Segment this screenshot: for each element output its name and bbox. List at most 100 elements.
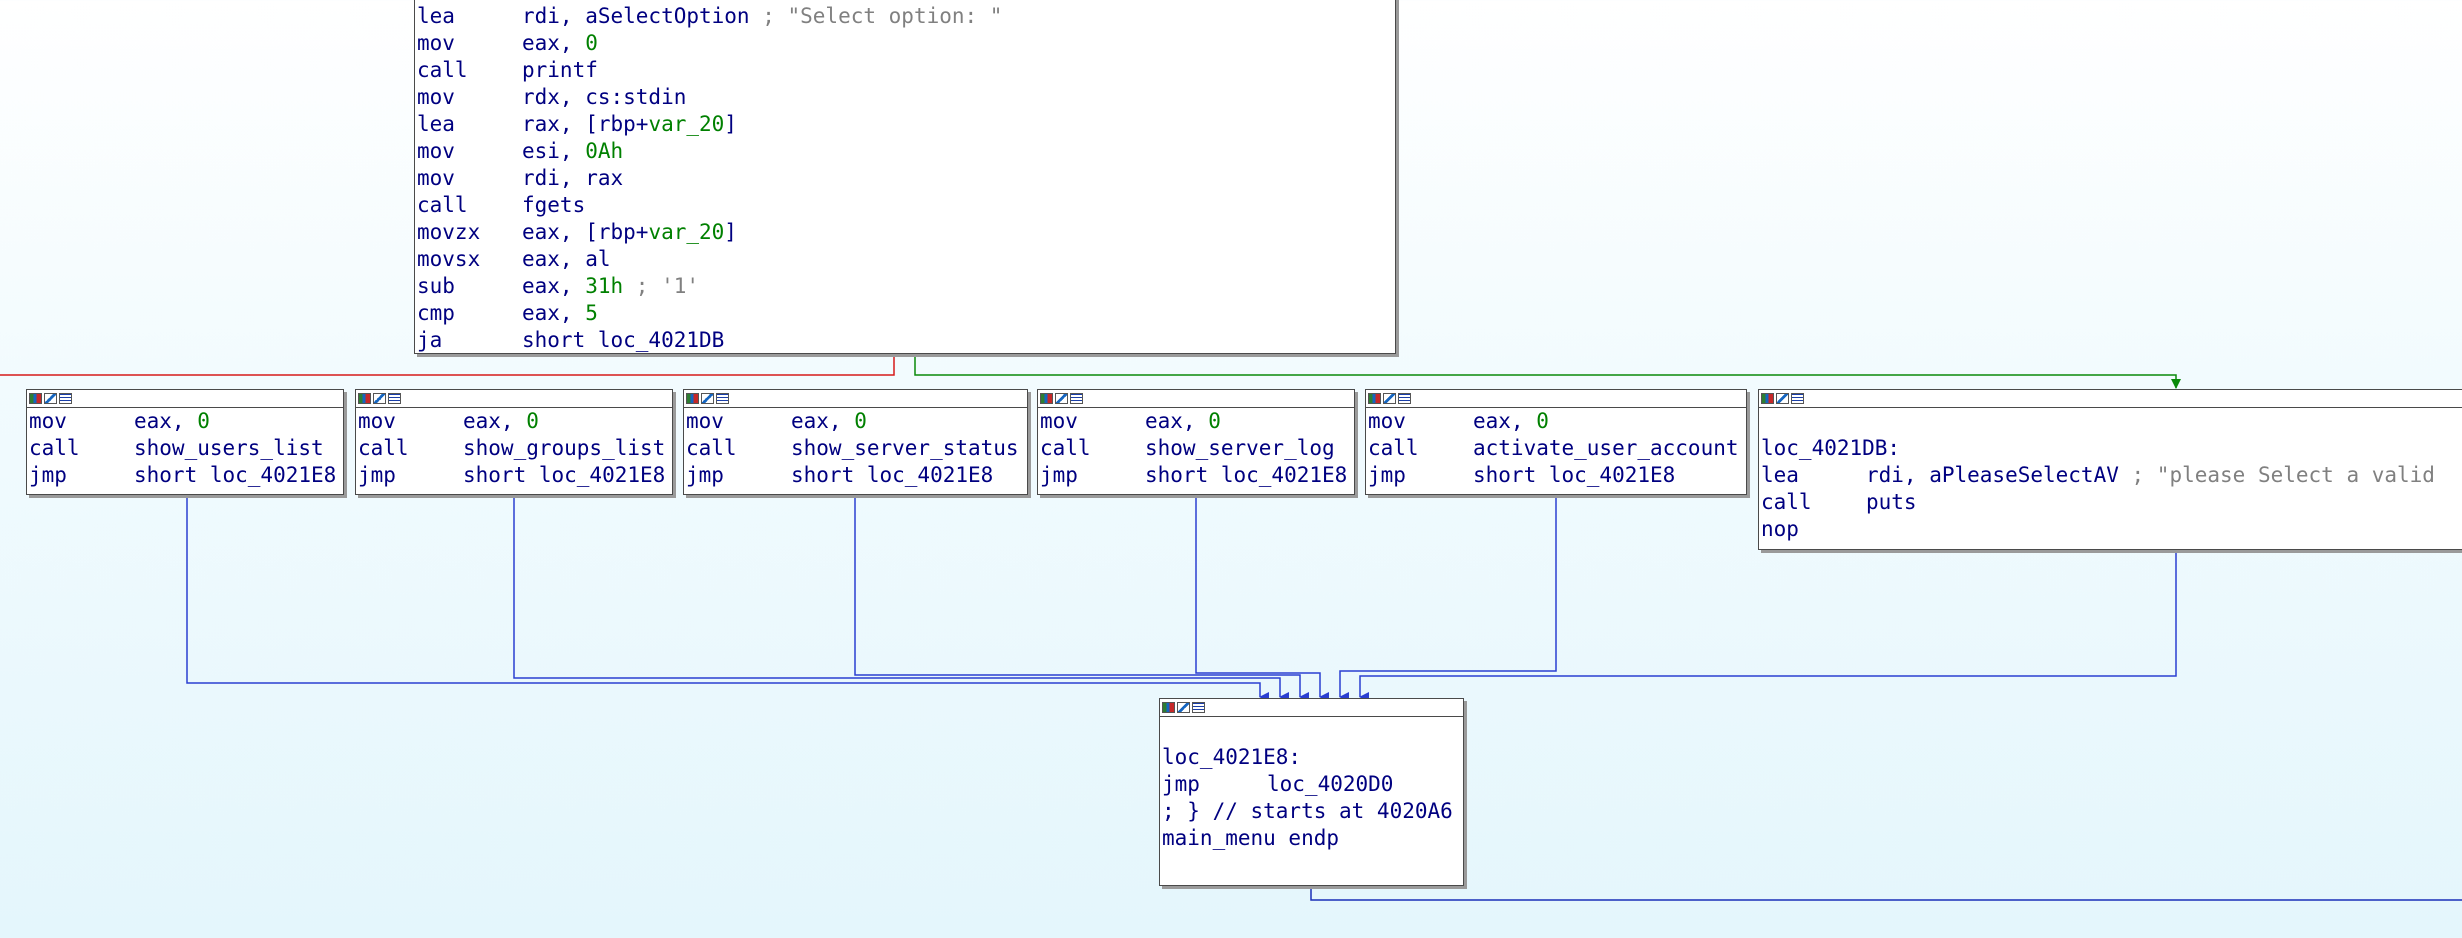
asm-operands[interactable]: eax, [522,301,586,325]
asm-number[interactable]: 0Ah [585,139,624,163]
graph-icon[interactable] [44,393,57,404]
asm-number[interactable]: 0 [854,409,867,433]
asm-operands[interactable]: eax, [rbp+ [522,220,649,244]
asm-operands[interactable]: short loc_4021E8 [463,463,666,487]
asm-operands[interactable]: eax, [522,274,586,298]
asm-number[interactable]: 5 [585,301,598,325]
color-icon[interactable] [1761,393,1774,404]
asm-number[interactable]: 0 [1536,409,1549,433]
asm-operands[interactable]: esi, [522,139,586,163]
color-icon[interactable] [686,393,699,404]
asm-label[interactable]: ; } // starts at 4020A6 [1162,799,1453,823]
asm-operands[interactable]: short loc_4021DB [522,328,725,352]
asm-operands[interactable]: short loc_4021E8 [1473,463,1676,487]
asm-operands[interactable]: rdi, rax [522,166,624,190]
graph-icon[interactable] [1383,393,1396,404]
asm-operands[interactable]: eax, [791,409,855,433]
asm-line[interactable] [1162,717,1461,744]
asm-number[interactable]: 0 [526,409,539,433]
asm-number[interactable]: var_20 [648,220,725,244]
asm-operands[interactable]: show_groups_list [463,436,666,460]
asm-label[interactable]: main_menu endp [1162,826,1340,850]
graph-icon[interactable] [373,393,386,404]
graph-icon[interactable] [701,393,714,404]
asm-label[interactable]: loc_4021DB: [1761,436,1901,460]
asm-operands[interactable]: rdx, cs:stdin [522,85,687,109]
asm-operands[interactable]: puts [1866,490,1917,514]
text-icon[interactable] [1398,393,1411,404]
asm-operands[interactable]: loc_4020D0 [1267,772,1394,796]
text-icon[interactable] [716,393,729,404]
asm-operands[interactable]: rdi, aPleaseSelectAV [1866,463,2119,487]
asm-operands[interactable]: eax, [134,409,198,433]
asm-number[interactable]: 0 [197,409,210,433]
asm-operands[interactable]: show_server_log [1145,436,1335,460]
asm-operands[interactable]: eax, al [522,247,611,271]
asm-operands[interactable]: short loc_4021E8 [791,463,994,487]
asm-line[interactable]: nop [1761,516,2462,543]
text-icon[interactable] [1192,702,1205,713]
asm-operands[interactable]: rax, [rbp+ [522,112,649,136]
asm-operands[interactable]: activate_user_account [1473,436,1739,460]
asm-operands[interactable]: printf [522,58,598,82]
color-icon[interactable] [358,393,371,404]
color-icon[interactable] [1040,393,1053,404]
asm-operands[interactable]: show_server_status [791,436,1019,460]
color-icon[interactable] [29,393,42,404]
asm-operands[interactable]: eax, [1473,409,1537,433]
asm-number[interactable]: var_20 [648,112,725,136]
asm-line[interactable]: loc_4021DB: [1761,435,2462,462]
asm-operands[interactable]: eax, [1145,409,1209,433]
asm-number[interactable]: 31h [585,274,624,298]
asm-operands[interactable]: short loc_4021E8 [134,463,337,487]
text-icon[interactable] [1070,393,1083,404]
asm-line[interactable]: ; } // starts at 4020A6 [1162,798,1461,825]
color-icon[interactable] [1368,393,1381,404]
asm-operands[interactable]: fgets [522,193,586,217]
asm-operands[interactable]: show_users_list [134,436,324,460]
asm-line[interactable]: loc_4021E8: [1162,744,1461,771]
asm-operands[interactable]: short loc_4021E8 [1145,463,1348,487]
asm-operands[interactable]: eax, [522,31,586,55]
graph-icon[interactable] [1177,702,1190,713]
asm-operands[interactable]: eax, [463,409,527,433]
asm-line[interactable]: main_menu endp [1162,825,1461,852]
asm-operands[interactable]: rdi, aSelectOption [522,4,750,28]
graph-icon[interactable] [1055,393,1068,404]
text-icon[interactable] [388,393,401,404]
